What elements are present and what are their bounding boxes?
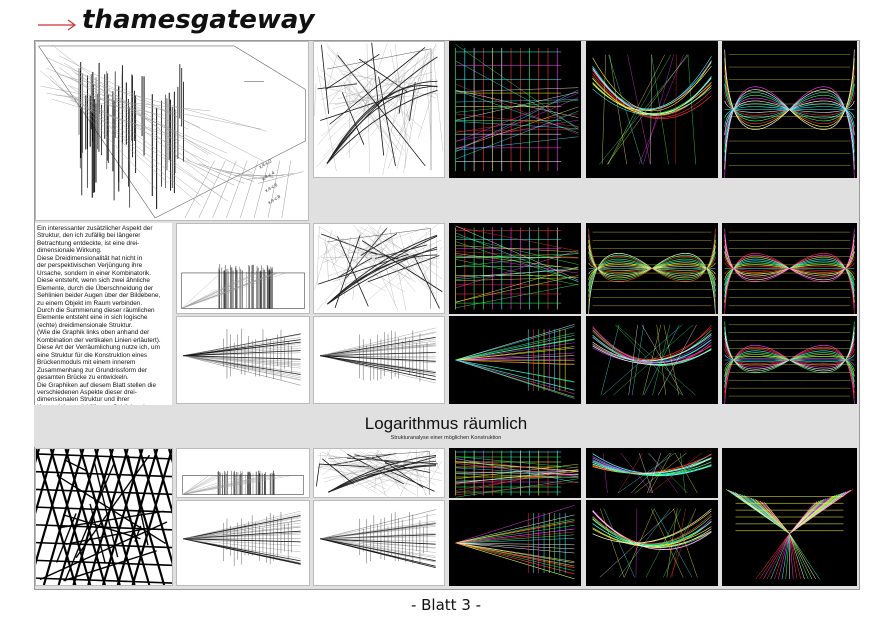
color-line-study-4 — [449, 223, 581, 314]
description-line: dimensionale Wirkung. — [37, 247, 102, 255]
description-text: Ein interessanter zusätzlicher Aspekt de… — [35, 223, 172, 418]
diagram-annotation: x,4-c,2 — [258, 158, 273, 169]
color-line-study-8 — [586, 316, 718, 404]
line-study-4 — [176, 316, 310, 404]
line-study-6 — [176, 448, 310, 498]
color-line-study-3 — [722, 41, 857, 178]
diagram-annotation: x,4-c,4 — [261, 170, 276, 181]
description-line: der perspektivischen Verjüngung ihre — [37, 262, 143, 270]
description-line: Sehlinien beider Augen über der Bildeben… — [37, 292, 161, 300]
line-study-1 — [313, 41, 445, 178]
line-study-8 — [176, 500, 310, 586]
color-line-study-7 — [449, 316, 581, 404]
lattice-structure-drawing — [35, 448, 173, 586]
description-line: zu einem Objekt im Raum verbinden. — [37, 299, 143, 307]
description-line: (echte) dreidimensionale Struktur. — [37, 321, 133, 329]
description-line: Diese Dreidimensionalität hat nicht in — [37, 254, 143, 262]
line-study-5 — [313, 316, 445, 404]
diagram-annotation: x,4-c,8 — [267, 194, 282, 205]
arrow-right-icon — [38, 19, 77, 31]
line-study-3 — [313, 223, 445, 314]
description-line: dimensionalen Struktur und ihrer — [37, 396, 130, 404]
description-line: Ursache, sondern in einer Kombinatorik. — [37, 269, 152, 277]
description-line: (Wie die Graphik links oben anhand der — [37, 329, 150, 337]
color-line-study-12 — [449, 500, 581, 586]
description-line: Diese entsteht, wenn sich zwei ähnliche — [37, 277, 150, 285]
section-title: Logarithmus räumlich — [364, 414, 528, 433]
sheet-number: - Blatt 3 - — [410, 596, 482, 614]
color-line-study-9 — [722, 316, 857, 404]
description-line: eine Struktur für die Konstruktion eines — [37, 351, 148, 359]
line-study-7 — [313, 448, 445, 498]
description-line: Brückenmoduls mit einem innerem — [37, 359, 136, 367]
description-line: Struktur, den ich zufällig bei längerer — [37, 232, 141, 240]
description-line: verschiedenen Aspekte dieser drei- — [37, 388, 137, 396]
description-line: gesamten Brücke zu entwickeln. — [37, 374, 129, 382]
color-line-study-13 — [586, 500, 718, 586]
section-subtitle: Strukturanalyse einer möglichen Konstruk… — [390, 435, 502, 441]
line-study-2 — [176, 223, 310, 314]
description-line: Durch die Summierung dieser räumlichen — [37, 306, 155, 314]
color-line-study-5 — [586, 223, 718, 314]
color-line-study-11 — [586, 448, 718, 498]
description-line: Betrachtung entdeckte, ist eine drei- — [37, 239, 140, 247]
diagram-annotation: x,4-c,6 — [264, 182, 279, 193]
description-line: Diese Art der Verräumlichung nutze ich, … — [37, 344, 160, 352]
section-band — [34, 405, 858, 447]
description-line: Die Graphiken auf diesem Blatt stellen d… — [37, 381, 157, 389]
description-line: Ein interessanter zusätzlicher Aspekt de… — [37, 225, 153, 232]
color-line-study-1 — [449, 41, 581, 178]
description-line: Kombination der vertikalen Linien erläut… — [37, 336, 161, 344]
color-line-study-6 — [722, 223, 857, 314]
description-line: Elemente, durch die Überschneidung der — [37, 284, 154, 292]
line-study-9 — [313, 500, 445, 586]
page-title: thamesgateway — [82, 5, 315, 35]
description-line: Elemente entsteht eine in sich logische — [37, 314, 148, 322]
color-line-study-14 — [722, 448, 857, 586]
color-line-study-2 — [586, 41, 718, 178]
color-line-study-10 — [449, 448, 581, 498]
description-line: Zusammenhang zur Grundrissform der — [37, 366, 148, 374]
